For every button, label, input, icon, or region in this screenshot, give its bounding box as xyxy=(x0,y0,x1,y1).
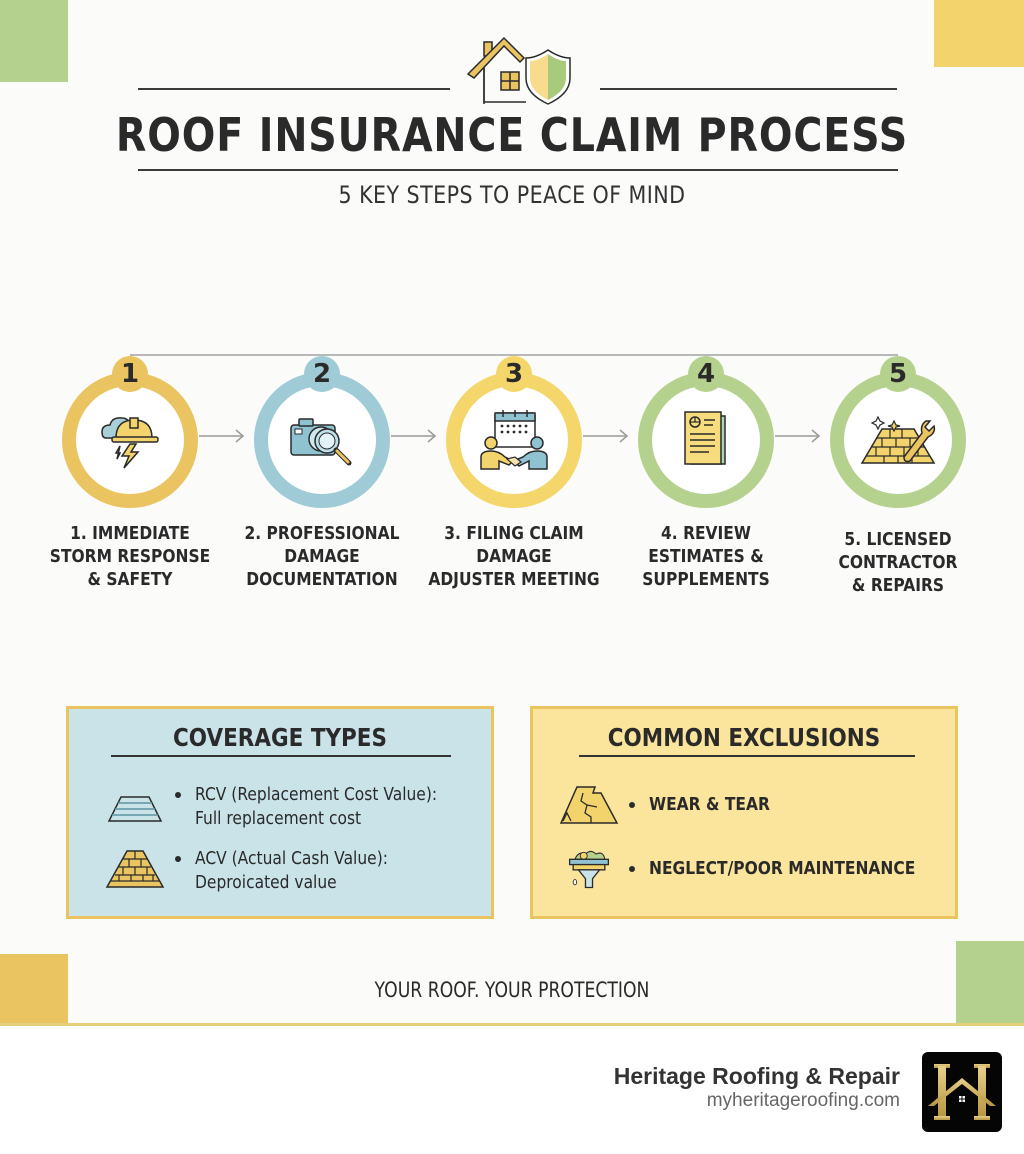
document-estimate-icon xyxy=(684,411,726,465)
coverage-types-title: COVERAGE TYPES xyxy=(172,723,387,752)
hardhat-storm-icon xyxy=(101,417,159,469)
heritage-h-house-icon xyxy=(928,1064,996,1120)
header-rule-left xyxy=(138,88,450,90)
common-exclusions-card: COMMON EXCLUSIONS WEAR & TEAR NEGL xyxy=(530,706,958,919)
corner-accent-bottom-left xyxy=(0,954,68,1025)
step-5-label: 5. LICENSED CONTRACTOR & REPAIRS xyxy=(838,529,958,596)
coverage-acv-desc: Deproicated value xyxy=(195,872,337,893)
step-2-label: 2. PROFESSIONAL DAMAGE DOCUMENTATION xyxy=(244,523,400,590)
step-3-badge: 3 xyxy=(496,356,532,392)
title-underline xyxy=(138,169,898,171)
exclusion-item-neglect: NEGLECT/POOR MAINTENANCE xyxy=(559,847,959,891)
coverage-rcv-title: RCV (Replacement Cost Value): xyxy=(195,784,438,805)
calendar-handshake-icon xyxy=(480,410,548,470)
corner-accent-bottom-right xyxy=(956,941,1024,1025)
step-1-badge: 1 xyxy=(112,356,148,392)
header-rule-right xyxy=(600,88,897,90)
infographic-page: ROOF INSURANCE CLAIM PROCESS 5 KEY STEPS… xyxy=(0,0,1024,1026)
corner-accent-top-left xyxy=(0,0,68,82)
bullet xyxy=(629,802,635,808)
footer-divider xyxy=(0,1023,1024,1026)
timeline-connector xyxy=(130,354,898,356)
step-3-label: 3. FILING CLAIM DAMAGE ADJUSTER MEETING xyxy=(428,523,600,590)
step-1-label: 1. IMMEDIATE STORM RESPONSE & SAFETY xyxy=(49,523,211,590)
bullet xyxy=(175,792,181,798)
exclusion-item-wear: WEAR & TEAR xyxy=(559,783,790,827)
arrow-right-icon xyxy=(775,429,821,443)
camera-magnifier-icon xyxy=(290,418,352,466)
page-subtitle: 5 KEY STEPS TO PEACE OF MIND xyxy=(338,181,686,209)
bullet xyxy=(629,866,635,872)
step-5-badge: 5 xyxy=(880,356,916,392)
coverage-title-rule xyxy=(111,755,451,757)
exclusion-neglect-text: NEGLECT/POOR MAINTENANCE xyxy=(649,858,916,879)
coverage-item-rcv: RCV (Replacement Cost Value): Full repla… xyxy=(105,783,477,831)
coverage-rcv-desc: Full replacement cost xyxy=(195,808,362,829)
roof-wrench-icon xyxy=(860,415,936,464)
page-title: ROOF INSURANCE CLAIM PROCESS xyxy=(115,108,909,162)
arrow-right-icon xyxy=(583,429,629,443)
bullet xyxy=(175,856,181,862)
step-4-badge: 4 xyxy=(688,356,724,392)
coverage-types-card: COVERAGE TYPES RCV (Replacement Cost Val… xyxy=(66,706,494,919)
clogged-gutter-icon xyxy=(568,850,610,889)
step-2-badge: 2 xyxy=(304,356,340,392)
worn-roof-icon xyxy=(105,850,165,888)
heritage-logo xyxy=(922,1052,1002,1132)
arrow-right-icon xyxy=(391,429,437,443)
arrow-right-icon xyxy=(199,429,245,443)
coverage-item-acv: ACV (Actual Cash Value): Deproicated val… xyxy=(105,847,419,895)
step-4-label: 4. REVIEW ESTIMATES & SUPPLEMENTS xyxy=(642,523,770,590)
corner-accent-top-right xyxy=(934,0,1024,67)
step-5-ring xyxy=(830,372,966,508)
coverage-acv-title: ACV (Actual Cash Value): xyxy=(195,848,388,869)
tagline: YOUR ROOF. YOUR PROTECTION xyxy=(374,978,650,1002)
brand-name: Heritage Roofing & Repair xyxy=(613,1063,900,1089)
cracked-roof-icon xyxy=(559,786,619,824)
exclusions-title-rule xyxy=(579,755,915,757)
step-3-ring xyxy=(446,372,582,508)
house-shield-icon xyxy=(466,36,571,105)
brand-url[interactable]: myheritageroofing.com xyxy=(706,1090,900,1111)
step-2-ring xyxy=(254,372,390,508)
common-exclusions-title: COMMON EXCLUSIONS xyxy=(607,723,881,752)
step-1-ring xyxy=(62,372,198,508)
step-4-ring xyxy=(638,372,774,508)
new-roof-icon xyxy=(107,796,163,822)
exclusion-wear-text: WEAR & TEAR xyxy=(649,794,770,815)
